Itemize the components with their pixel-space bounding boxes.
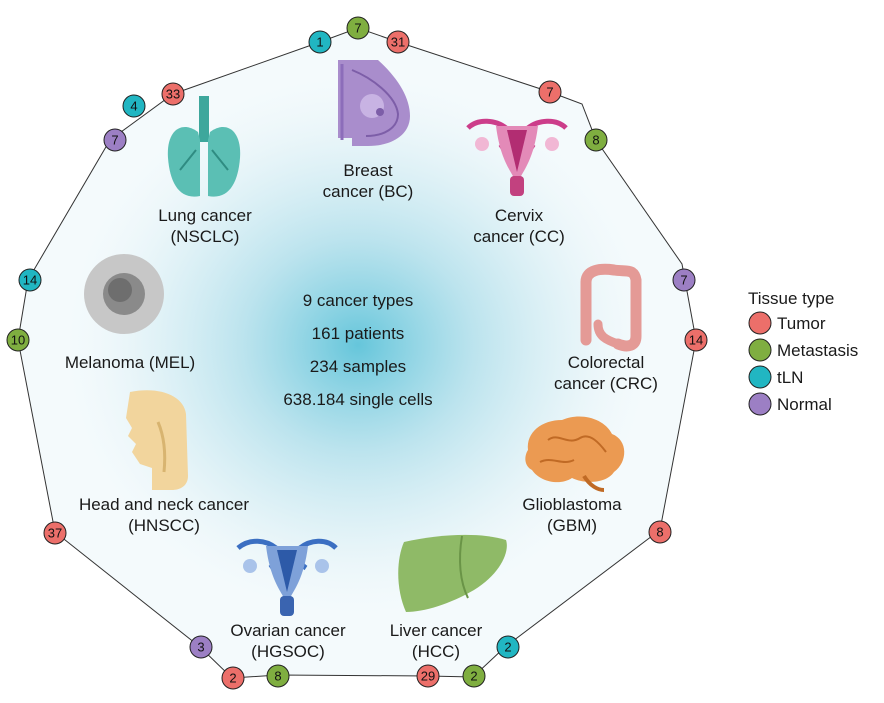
badge-circle xyxy=(462,664,486,688)
ovary-illustration xyxy=(236,538,338,616)
center-stat: 9 cancer types xyxy=(303,291,414,310)
badge-tumor: 2 xyxy=(221,666,245,690)
cancer-label-nsclc: Lung cancer(NSCLC) xyxy=(158,206,252,246)
badge-count: 7 xyxy=(111,133,118,148)
cancer-label-hnscc: Head and neck cancer(HNSCC) xyxy=(79,495,249,535)
badge-count: 14 xyxy=(23,273,37,288)
badge-circle xyxy=(346,16,370,40)
center-stat: 234 samples xyxy=(310,357,406,376)
badge-circle xyxy=(308,30,332,54)
badge-normal: 7 xyxy=(103,128,127,152)
badge-metastasis: 2 xyxy=(462,664,486,688)
badge-count: 8 xyxy=(592,133,599,148)
badge-circle xyxy=(103,128,127,152)
legend-swatch-metastasis xyxy=(748,338,772,362)
brain-illustration xyxy=(525,416,625,492)
center-stats: 9 cancer types 161 patients 234 samples 638… xyxy=(283,291,432,409)
badge-metastasis: 8 xyxy=(584,128,608,152)
legend-swatch-tumor xyxy=(748,311,772,335)
badge-count: 37 xyxy=(48,526,62,541)
badge-count: 2 xyxy=(229,671,236,686)
badge-count: 33 xyxy=(166,87,180,102)
cancer-label-hgsoc: Ovarian cancer(HGSOC) xyxy=(230,621,346,661)
badge-count: 7 xyxy=(354,21,361,36)
badge-circle xyxy=(122,94,146,118)
badge-circle xyxy=(221,666,245,690)
melanoma-illustration xyxy=(84,254,164,334)
badge-count: 2 xyxy=(470,669,477,684)
legend-label-tumor: Tumor xyxy=(777,314,826,333)
badge-metastasis: 8 xyxy=(266,664,290,688)
center-stat: 638.184 single cells xyxy=(283,390,432,409)
legend-title: Tissue type xyxy=(748,289,834,308)
cancer-label-hcc: Liver cancer(HCC) xyxy=(390,621,483,661)
legend-swatch-normal xyxy=(748,392,772,416)
badge-count: 31 xyxy=(391,35,405,50)
cancer-label-mel: Melanoma (MEL) xyxy=(65,353,195,372)
badge-count: 7 xyxy=(680,273,687,288)
lung-illustration xyxy=(167,96,241,197)
badge-circle xyxy=(6,328,30,352)
badge-circle xyxy=(18,268,42,292)
badge-count: 3 xyxy=(197,640,204,655)
badge-normal: 3 xyxy=(189,635,213,659)
badge-tumor: 14 xyxy=(684,328,708,352)
center-stat: 161 patients xyxy=(312,324,405,343)
badge-circle xyxy=(584,128,608,152)
badge-metastasis: 10 xyxy=(6,328,30,352)
legend-label-tln: tLN xyxy=(777,368,803,387)
badge-circle xyxy=(161,82,185,106)
legend-swatch-tln xyxy=(748,365,772,389)
liver-illustration xyxy=(398,534,507,612)
badge-count: 10 xyxy=(11,333,25,348)
badge-tumor: 33 xyxy=(161,82,185,106)
badge-circle xyxy=(416,664,440,688)
badge-circle xyxy=(43,521,67,545)
badge-tumor: 31 xyxy=(386,30,410,54)
badge-count: 8 xyxy=(656,525,663,540)
badge-circle xyxy=(684,328,708,352)
badge-tumor: 37 xyxy=(43,521,67,545)
breast-illustration xyxy=(338,60,410,146)
badge-count: 1 xyxy=(316,35,323,50)
legend-label-metastasis: Metastasis xyxy=(777,341,858,360)
badge-tln: 4 xyxy=(122,94,146,118)
badge-count: 8 xyxy=(274,669,281,684)
badge-tln: 14 xyxy=(18,268,42,292)
badge-circle xyxy=(538,80,562,104)
badge-tumor: 29 xyxy=(416,664,440,688)
sample-count-badges: 1 7 31 7 8 7 14 8 2 2 29 8 2 3 37 10 14 7 4 33 xyxy=(6,16,708,690)
badge-count: 4 xyxy=(130,99,137,114)
badge-tln: 1 xyxy=(308,30,332,54)
cancer-label-gbm: Glioblastoma(GBM) xyxy=(522,495,622,535)
badge-count: 29 xyxy=(421,669,435,684)
badge-circle xyxy=(266,664,290,688)
legend-label-normal: Normal xyxy=(777,395,832,414)
badge-count: 14 xyxy=(689,333,703,348)
colon-illustration xyxy=(580,263,642,352)
badge-normal: 7 xyxy=(672,268,696,292)
badge-tumor: 7 xyxy=(538,80,562,104)
badge-tumor: 8 xyxy=(648,520,672,544)
badge-circle xyxy=(648,520,672,544)
badge-circle xyxy=(672,268,696,292)
head-neck-illustration xyxy=(126,390,188,490)
badge-metastasis: 7 xyxy=(346,16,370,40)
badge-circle xyxy=(496,635,520,659)
badge-count: 2 xyxy=(504,640,511,655)
badge-count: 7 xyxy=(546,85,553,100)
badge-circle xyxy=(189,635,213,659)
badge-circle xyxy=(386,30,410,54)
badge-tln: 2 xyxy=(496,635,520,659)
cervix-illustration xyxy=(466,118,568,196)
